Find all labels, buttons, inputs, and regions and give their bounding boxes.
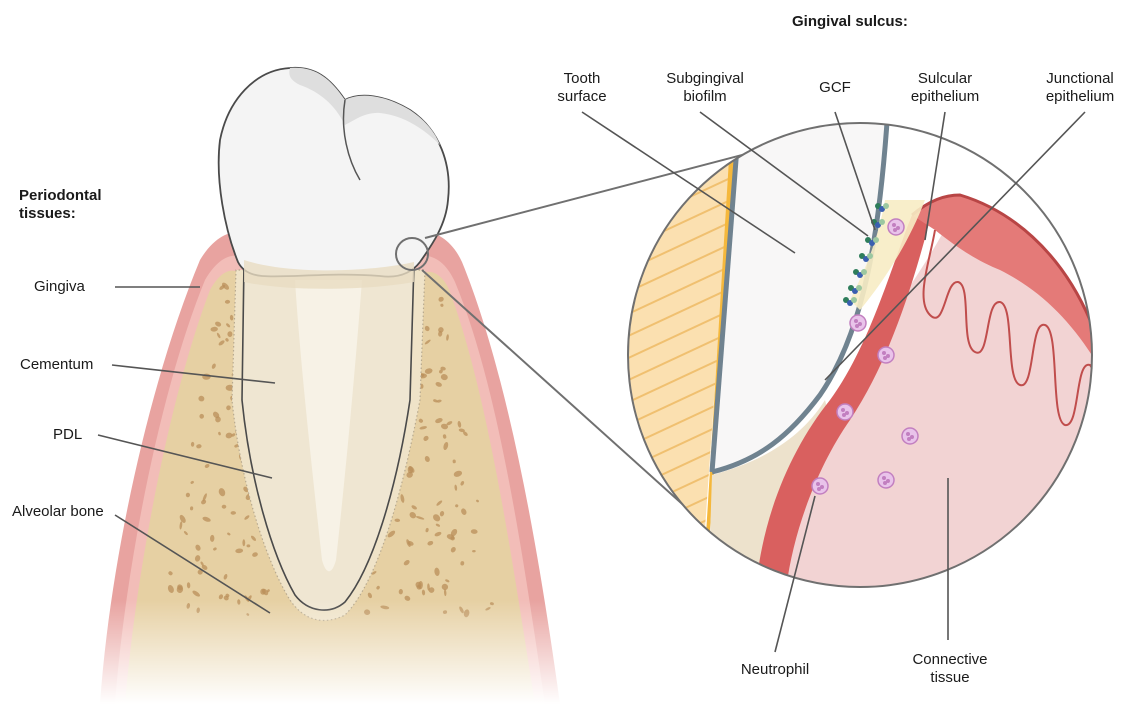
label-neutrophil: Neutrophil <box>725 661 825 679</box>
heading-periodontal-tissues: Periodontal tissues: <box>19 187 102 223</box>
label-line: tissue <box>900 669 1000 687</box>
biofilm-bacterium <box>851 297 857 303</box>
label-connective-tissue: Connective tissue <box>900 651 1000 687</box>
label-sulcular-epithelium: Sulcular epithelium <box>900 70 990 106</box>
neutrophil-cell <box>888 219 904 235</box>
bone-spot <box>247 544 251 547</box>
biofilm-bacterium <box>861 269 867 275</box>
bone-spot <box>242 539 245 546</box>
label-alveolar-bone: Alveolar bone <box>12 503 104 521</box>
label-subgingival-biofilm: Subgingival biofilm <box>655 70 755 106</box>
label-line: Subgingival <box>655 70 755 88</box>
fade-overlay <box>80 600 580 704</box>
biofilm-bacterium <box>856 285 862 291</box>
label-pdl: PDL <box>53 426 82 444</box>
biofilm-bacterium <box>873 237 879 243</box>
bone-spot <box>260 589 265 595</box>
label-line: Connective <box>900 651 1000 669</box>
tooth-section <box>80 68 580 704</box>
neutrophil-cell <box>878 472 894 488</box>
heading-gingival-sulcus: Gingival sulcus: <box>792 13 908 31</box>
label-tooth-surface: Tooth surface <box>552 70 612 106</box>
label-line: Junctional <box>1030 70 1130 88</box>
label-line: Tooth <box>552 70 612 88</box>
label-cementum: Cementum <box>20 356 93 374</box>
label-gcf: GCF <box>810 79 860 97</box>
neutrophil-cell <box>850 315 866 331</box>
neutrophil-cell <box>812 478 828 494</box>
label-line: surface <box>552 88 612 106</box>
biofilm-bacterium <box>883 203 889 209</box>
sulcus-inset <box>600 100 1100 600</box>
label-line: epithelium <box>900 88 990 106</box>
heading-line-2: tissues: <box>19 205 102 223</box>
heading-line-1: Periodontal <box>19 187 102 205</box>
neutrophil-cell <box>878 347 894 363</box>
biofilm-bacterium <box>879 219 885 225</box>
label-line: epithelium <box>1030 88 1130 106</box>
biofilm-bacterium <box>867 253 873 259</box>
label-junctional-epithelium: Junctional epithelium <box>1030 70 1130 106</box>
label-line: biofilm <box>655 88 755 106</box>
neutrophil-cell <box>902 428 918 444</box>
label-gingiva: Gingiva <box>34 278 85 296</box>
label-line: Sulcular <box>900 70 990 88</box>
neutrophil-cell <box>837 404 853 420</box>
